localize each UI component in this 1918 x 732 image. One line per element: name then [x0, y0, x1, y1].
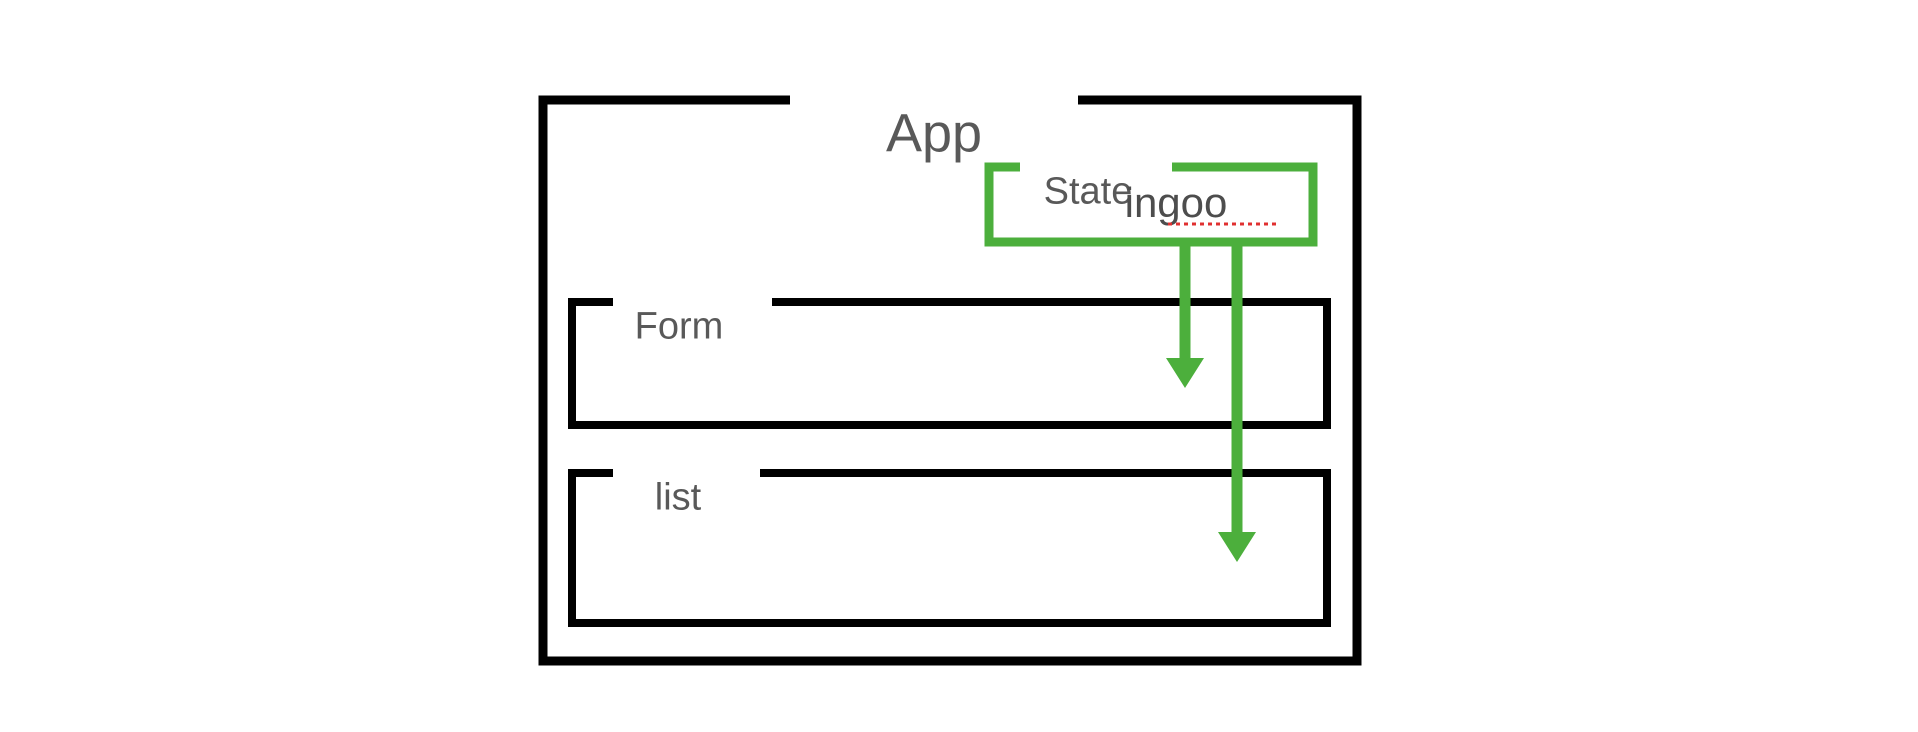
app-box-label: App	[886, 103, 982, 163]
state-box-border	[984, 162, 1318, 247]
state-box-label: State	[1044, 170, 1133, 212]
arrow-state-to-form	[1166, 242, 1204, 388]
form-box-label: Form	[635, 305, 724, 347]
list-box[interactable]: list	[568, 469, 1331, 627]
app-box[interactable]: App	[538, 95, 1362, 666]
app-box-border	[538, 95, 1362, 666]
list-box-label: list	[655, 476, 702, 518]
arrow-state-to-list	[1218, 242, 1256, 562]
state-data-flow-arrows	[1166, 242, 1256, 562]
form-box[interactable]: Form	[568, 298, 1331, 429]
state-box[interactable]: State ingoo	[984, 162, 1318, 247]
state-value-text[interactable]: ingoo	[1125, 179, 1228, 226]
